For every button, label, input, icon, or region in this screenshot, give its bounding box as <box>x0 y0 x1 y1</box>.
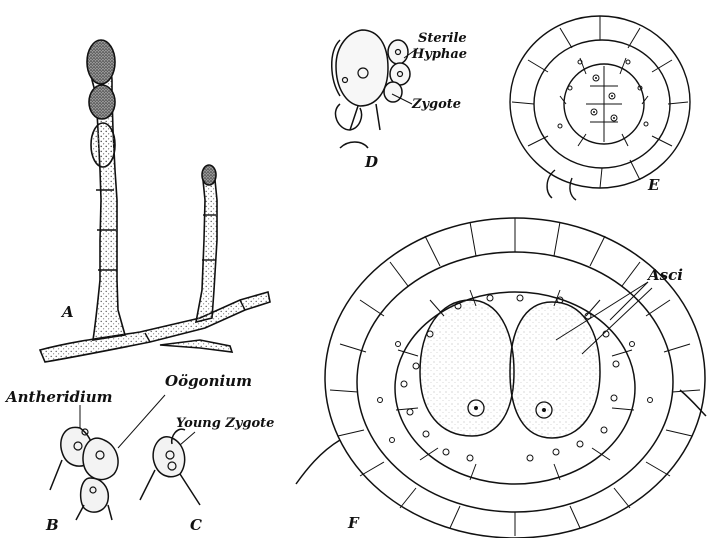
panel-a-apical-cells <box>87 40 216 185</box>
young-zygote-label: Young Zygote <box>176 417 274 430</box>
panel-b-label: B <box>46 518 59 533</box>
panel-c-label: C <box>190 518 202 533</box>
antheridium-label: Antheridium <box>6 390 113 405</box>
sterile-label: Sterile <box>418 32 467 45</box>
panel-a-hypha <box>40 55 270 362</box>
panel-a-label: A <box>62 305 74 320</box>
panel-e-label: E <box>648 178 659 193</box>
panel-d-ascogonium <box>332 30 410 148</box>
zygote-label: Zygote <box>412 98 461 111</box>
panel-d-label: D <box>365 155 378 170</box>
panel-b-gametangia <box>50 427 118 520</box>
oogonium-label: Oögonium <box>165 374 252 389</box>
hyphae-label: Hyphae <box>412 48 467 61</box>
asci-label: Asci <box>648 268 683 283</box>
panel-c-young-zygote <box>140 429 200 505</box>
panel-f-label: F <box>348 516 359 531</box>
panel-e-young-ascocarp <box>510 16 690 200</box>
